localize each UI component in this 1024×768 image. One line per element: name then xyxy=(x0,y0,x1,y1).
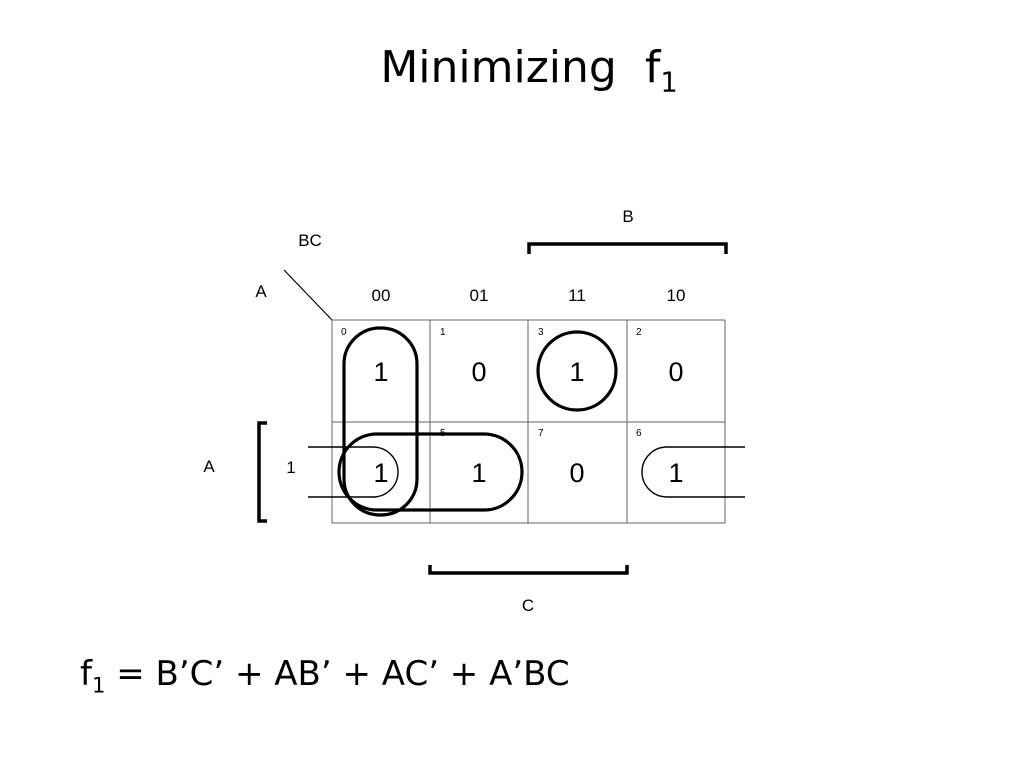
cell-value: 1 xyxy=(373,357,388,387)
group-loop-a-not-b-c xyxy=(536,330,618,412)
formula-lhs: f xyxy=(80,654,92,694)
column-header: 01 xyxy=(470,286,489,305)
column-variables-label: BC xyxy=(298,231,322,250)
row-variable-label: A xyxy=(255,282,267,301)
cell-index: 2 xyxy=(636,327,642,338)
cell-value: 0 xyxy=(471,357,486,387)
cell-value: 1 xyxy=(569,357,584,387)
slide-title: Minimizing f1 xyxy=(0,40,1024,99)
column-header: 10 xyxy=(667,286,686,305)
cell-value: 1 xyxy=(373,458,388,488)
title-subscript: 1 xyxy=(660,67,678,99)
cell-value: 0 xyxy=(668,357,683,387)
group-loop-a-b-not xyxy=(337,432,524,512)
bracket-a-label: A xyxy=(203,457,215,476)
minimized-formula: f1 = B’C’ + AB’ + AC’ + A’BC xyxy=(80,650,570,698)
column-header: 11 xyxy=(568,286,586,305)
bracket-c-label: C xyxy=(522,596,534,615)
kmap-grid xyxy=(331,319,726,524)
group-loop-b-not-c-not xyxy=(342,326,419,517)
formula-lhs-subscript: 1 xyxy=(91,672,106,698)
cell-value: 1 xyxy=(471,458,486,488)
bracket-a xyxy=(257,421,267,523)
formula-rhs: = B’C’ + AB’ + AC’ + A’BC xyxy=(105,654,570,694)
bracket-b-label: B xyxy=(622,207,633,226)
row-header: 1 xyxy=(286,458,295,477)
cell-value: 1 xyxy=(668,458,683,488)
cell-index: 1 xyxy=(440,327,446,338)
cell-index: 0 xyxy=(341,327,347,338)
bracket-c xyxy=(428,565,629,575)
corner-diagonal xyxy=(283,269,333,321)
group-loop-a-c-not xyxy=(308,446,745,498)
cell-index: 6 xyxy=(636,428,642,439)
bracket-b xyxy=(527,242,728,254)
cell-index: 7 xyxy=(538,428,544,439)
column-header: 00 xyxy=(372,286,391,305)
cell-value: 0 xyxy=(569,458,584,488)
cell-index: 3 xyxy=(538,327,544,338)
title-text: Minimizing f xyxy=(380,42,661,93)
